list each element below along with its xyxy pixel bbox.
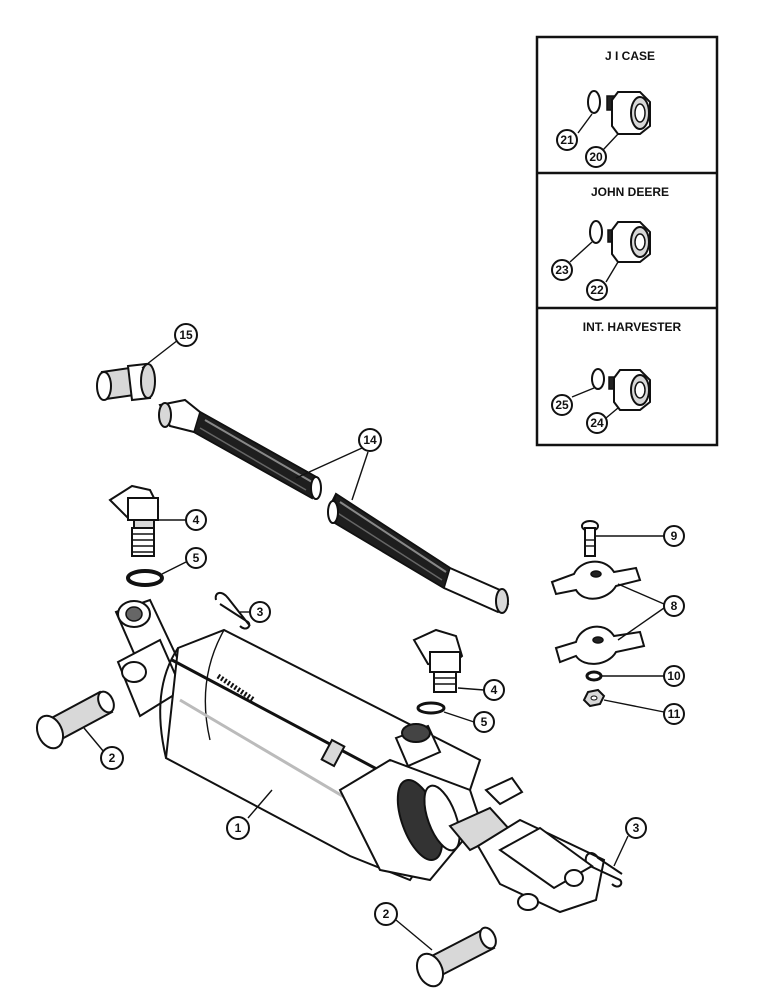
callout-8: 8 <box>663 595 685 617</box>
adapter-fitting-24 <box>608 369 651 411</box>
adapter-fitting-22 <box>607 221 651 263</box>
adapter-fitting-20 <box>606 91 651 135</box>
callout-3-upper: 3 <box>249 601 271 623</box>
svg-text:21: 21 <box>560 133 574 147</box>
svg-text:1: 1 <box>235 821 242 835</box>
svg-text:5: 5 <box>481 715 488 729</box>
callout-3-lower: 3 <box>625 817 647 839</box>
svg-text:22: 22 <box>590 283 604 297</box>
svg-text:11: 11 <box>668 707 681 721</box>
panel-john-deere: JOHN DEERE 23 22 <box>551 185 669 301</box>
svg-text:25: 25 <box>555 398 569 412</box>
o-ring-25 <box>591 368 605 390</box>
callout-15: 15 <box>174 323 198 347</box>
o-ring-21 <box>587 90 601 114</box>
svg-text:20: 20 <box>589 150 603 164</box>
cap-screw-9 <box>581 520 599 557</box>
svg-text:23: 23 <box>555 263 569 277</box>
clamp-halves-8 <box>550 560 646 665</box>
svg-text:9: 9 <box>671 529 678 543</box>
svg-text:5: 5 <box>193 551 200 565</box>
panel-title: J I CASE <box>605 49 655 63</box>
callout-25: 25 <box>551 394 573 416</box>
callout-10: 10 <box>663 665 685 687</box>
hose-coupler-15 <box>96 362 156 402</box>
svg-text:24: 24 <box>590 416 604 430</box>
elbow-fitting-4-upper <box>108 484 160 557</box>
callout-5-upper: 5 <box>185 547 207 569</box>
svg-text:3: 3 <box>633 821 640 835</box>
callout-4-lower: 4 <box>483 679 505 701</box>
o-ring-23 <box>589 220 603 244</box>
callout-2-bottom: 2 <box>374 902 398 926</box>
callout-22: 22 <box>586 279 608 301</box>
elbow-fitting-4-lower <box>412 628 464 693</box>
svg-text:2: 2 <box>109 751 116 765</box>
clevis-pin-2-left <box>35 690 115 750</box>
svg-text:4: 4 <box>491 683 498 697</box>
panel-title: JOHN DEERE <box>591 185 669 199</box>
hex-nut-11 <box>582 688 606 708</box>
callout-1: 1 <box>226 816 250 840</box>
lock-washer-10 <box>585 670 603 682</box>
hairpin-clip-3-upper <box>214 592 251 630</box>
o-ring-5-lower <box>416 701 446 715</box>
o-ring-5-upper <box>126 569 164 587</box>
callout-5-lower: 5 <box>473 711 495 733</box>
svg-text:3: 3 <box>257 605 264 619</box>
callout-21: 21 <box>556 129 578 151</box>
clevis-pin-2-bottom <box>415 926 497 988</box>
svg-text:2: 2 <box>383 907 390 921</box>
svg-text:10: 10 <box>667 669 681 683</box>
callout-2-left: 2 <box>100 746 124 770</box>
panel-int-harvester: INT. HARVESTER 25 24 <box>551 320 682 434</box>
callout-20: 20 <box>585 146 607 168</box>
panel-title: INT. HARVESTER <box>583 320 682 334</box>
hydraulic-cylinder-1 <box>114 598 606 914</box>
callout-23: 23 <box>551 259 573 281</box>
hydraulic-hose-14 <box>158 398 510 614</box>
callout-4-upper: 4 <box>185 509 207 531</box>
panel-ji-case: J I CASE 21 20 <box>556 49 655 168</box>
hairpin-clip-3-lower <box>584 852 623 888</box>
svg-text:14: 14 <box>363 433 377 447</box>
svg-text:15: 15 <box>179 328 193 342</box>
callout-14: 14 <box>358 428 382 452</box>
callout-9: 9 <box>663 525 685 547</box>
callout-24: 24 <box>586 412 608 434</box>
svg-text:8: 8 <box>671 599 678 613</box>
callout-11: 11 <box>663 703 685 725</box>
svg-text:4: 4 <box>193 513 200 527</box>
adapter-panels: J I CASE 21 20 JOHN DEERE <box>535 35 719 447</box>
